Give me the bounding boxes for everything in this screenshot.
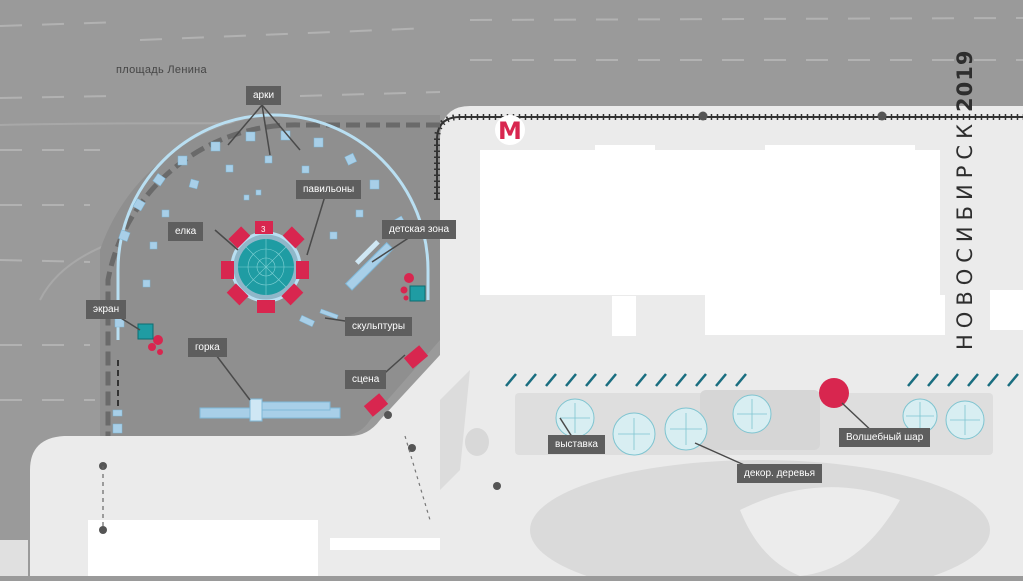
year: 2019 — [953, 49, 977, 113]
label-screen: экран — [86, 300, 127, 319]
city-name: НОВОСИБИРСК — [953, 118, 977, 350]
tram-stop — [877, 111, 887, 121]
label-slide: горка — [188, 338, 227, 357]
label-sculptures: скульптуры — [345, 317, 413, 336]
label-tree: елка — [168, 222, 204, 241]
city-title: НОВОСИБИРСК 2019 — [953, 50, 977, 350]
kids-zone-slide — [344, 239, 394, 291]
pavilions — [221, 221, 309, 313]
square-name: площадь Ленина — [116, 64, 207, 76]
label-stage: сцена — [345, 370, 387, 389]
tram-stop — [698, 111, 708, 121]
label-pavilions: павильоны — [296, 180, 362, 199]
decor-trees — [555, 394, 985, 456]
screen-teal-right — [409, 285, 426, 302]
screen-teal-left — [137, 323, 154, 340]
tram-line-ties — [434, 114, 1023, 200]
metro-sign: М — [495, 115, 525, 145]
label-kids-zone: детская зона — [382, 220, 456, 239]
label-magic-ball: Волшебный шар — [839, 428, 931, 447]
ice-slide — [199, 398, 341, 422]
exhibition-dashes — [505, 373, 1019, 387]
label-decor-trees: декор. деревья — [737, 464, 823, 483]
route-dots — [99, 411, 501, 534]
magic-ball — [819, 378, 849, 408]
red-dots — [148, 273, 414, 355]
arch-ring — [116, 113, 430, 340]
fence — [105, 122, 440, 436]
stage-squares — [363, 345, 429, 417]
arches — [112, 130, 407, 434]
label-exhibition: выставка — [548, 435, 605, 454]
buildings — [88, 145, 1023, 576]
label-arches: арки — [246, 86, 282, 105]
svg-text:М: М — [498, 117, 522, 145]
pavilion-number: 3 — [261, 225, 266, 234]
